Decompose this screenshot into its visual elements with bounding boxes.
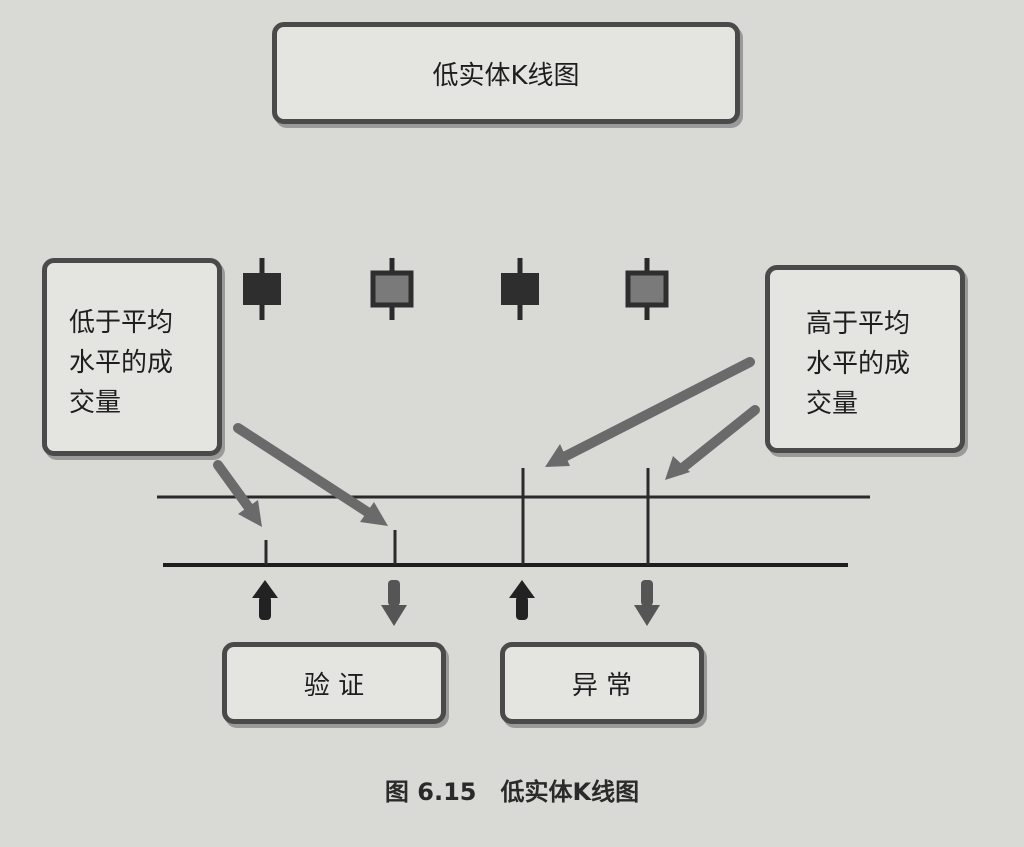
title-box: 低实体K线图 bbox=[272, 22, 740, 124]
arrow-left-2 bbox=[233, 423, 377, 520]
candle-body bbox=[625, 270, 669, 308]
candlesticks bbox=[243, 258, 669, 320]
below-average-volume-box: 低于平均 水平的成 交量 bbox=[42, 258, 222, 456]
arrow-head bbox=[238, 500, 262, 527]
arrow-right-2 bbox=[675, 405, 760, 475]
arrow-up-icon bbox=[509, 580, 535, 620]
figure-caption: 图 6.15 低实体K线图 bbox=[384, 778, 640, 806]
candlestick bbox=[501, 258, 539, 320]
above-average-label: 高于平均 水平的成 交量 bbox=[806, 309, 911, 419]
arrow-head bbox=[360, 502, 388, 526]
confirmation-label: 验 证 bbox=[303, 670, 365, 701]
above-average-volume-box: 高于平均 水平的成 交量 bbox=[765, 265, 965, 453]
arrow-left-1 bbox=[213, 460, 257, 517]
anomaly-label: 异 常 bbox=[571, 670, 633, 701]
arrow-up-icon bbox=[252, 580, 278, 620]
candle-body bbox=[243, 273, 281, 305]
anomaly-box: 异 常 bbox=[500, 642, 704, 724]
candle-body bbox=[370, 270, 414, 308]
below-average-label: 低于平均 水平的成 交量 bbox=[69, 308, 174, 418]
arrow-down-icon bbox=[634, 580, 660, 626]
title-text: 低实体K线图 bbox=[432, 60, 580, 91]
arrow-down-icon bbox=[381, 580, 407, 626]
signal-arrows bbox=[252, 580, 660, 626]
candlestick bbox=[243, 258, 281, 320]
volume-bars bbox=[264, 468, 650, 565]
candlestick bbox=[370, 258, 414, 320]
arrow-head bbox=[665, 456, 690, 480]
candle-body bbox=[501, 273, 539, 305]
confirmation-box: 验 证 bbox=[222, 642, 446, 724]
arrow-right-1 bbox=[557, 357, 755, 463]
pointer-arrows bbox=[213, 357, 760, 527]
candlestick bbox=[625, 258, 669, 320]
arrow-head bbox=[545, 444, 570, 467]
